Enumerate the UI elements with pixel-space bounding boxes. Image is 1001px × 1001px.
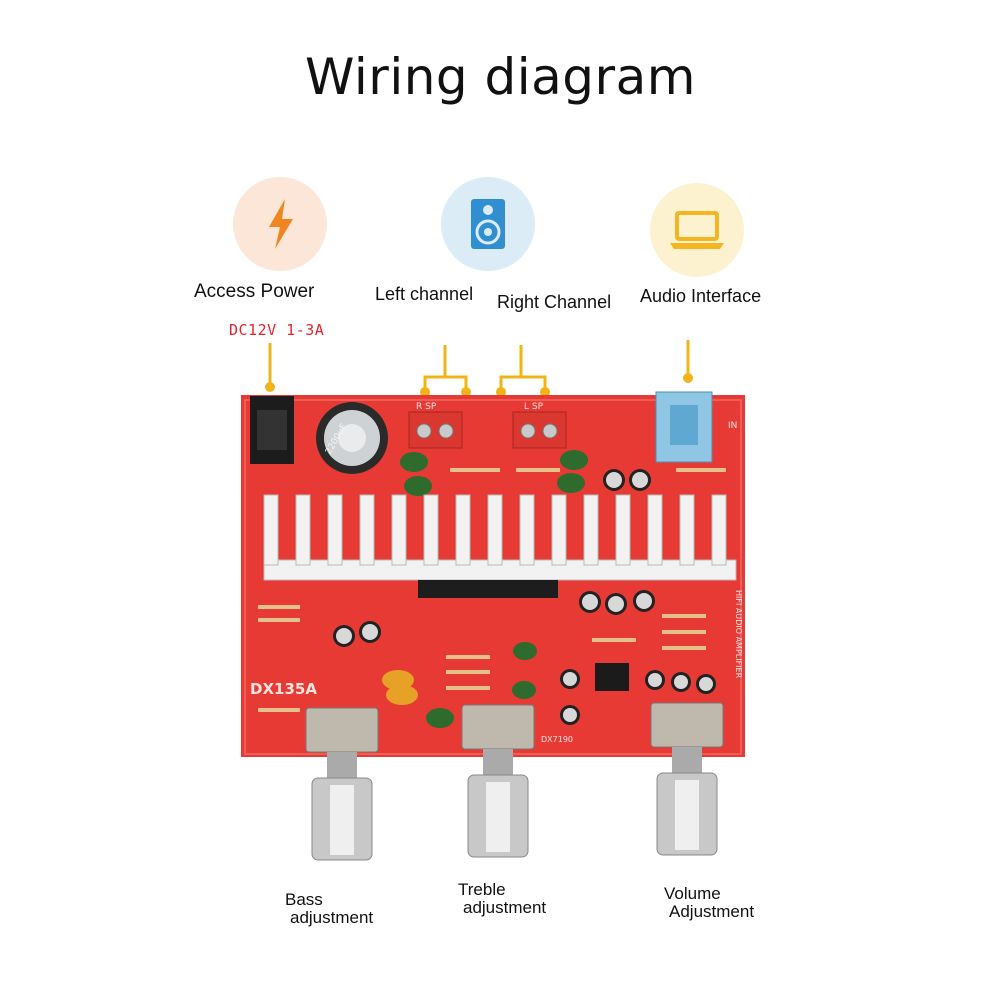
bass-label-line2: adjustment: [290, 908, 374, 927]
bass-label-line1: Bass: [285, 890, 323, 909]
callout-lines: [268, 340, 690, 391]
volume-label: Volume Adjustment: [664, 885, 754, 921]
treble-pot: [461, 704, 535, 858]
treble-label-line1: Treble: [458, 880, 506, 899]
right-channel-label: Right Channel: [497, 292, 612, 312]
audio-interface-label: Audio Interface: [640, 286, 762, 306]
page-title: Wiring diagram: [305, 48, 696, 106]
silk-in: IN: [728, 421, 737, 431]
opamp-chip: [595, 663, 629, 691]
treble-label-line2: adjustment: [463, 898, 547, 917]
heatsink: [263, 494, 737, 581]
amp-chip: [418, 580, 558, 598]
speaker-icon: [471, 199, 505, 249]
access-power-label: Access Power: [194, 281, 315, 302]
silk-r-sp: R SP: [416, 402, 437, 412]
silk-side: HIFI AUDIO AMPLIFIER: [734, 590, 743, 679]
lightning-icon: [269, 199, 293, 249]
board-model: DX135A: [250, 680, 317, 698]
laptop-icon: [670, 211, 724, 249]
speaker-icon-badge: [441, 177, 535, 271]
volume-pot: [650, 702, 724, 856]
power-spec-label: DC12V 1-3A: [229, 321, 325, 339]
volume-label-line1: Volume: [664, 884, 721, 903]
volume-label-line2: Adjustment: [669, 902, 755, 921]
bass-pot: [305, 707, 379, 861]
power-icon-badge: [233, 177, 327, 271]
laptop-icon-badge: [650, 183, 744, 277]
treble-label: Treble adjustment: [458, 881, 546, 917]
silk-l-sp: L SP: [524, 402, 544, 412]
left-channel-label: Left channel: [375, 284, 474, 304]
bass-label: Bass adjustment: [285, 891, 373, 927]
silk-chip: DX7190: [541, 735, 573, 744]
